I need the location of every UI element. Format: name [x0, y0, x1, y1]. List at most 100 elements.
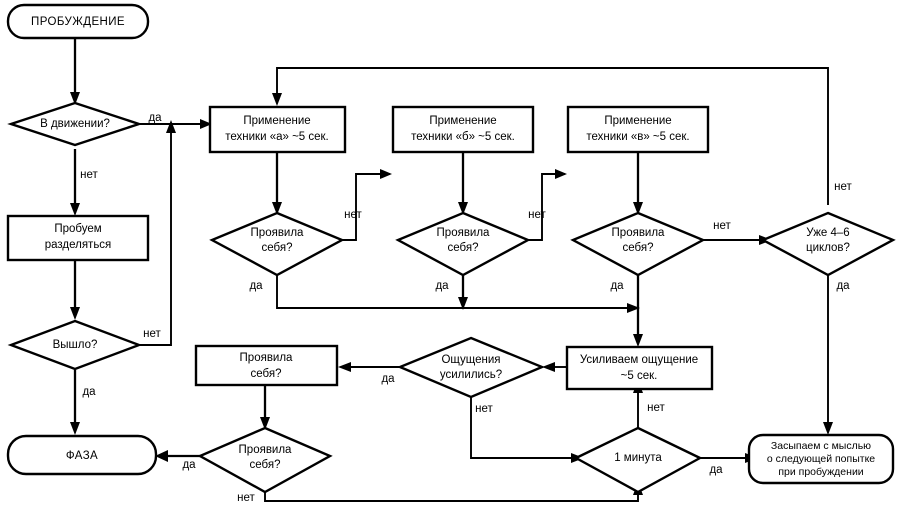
node-worked[interactable]: Вышло?: [7, 319, 143, 371]
arrowhead-cycles-yes: [823, 422, 833, 435]
edge-shownfinal-no: [264, 492, 639, 502]
node-shown-box[interactable]: Проявила себя?: [194, 344, 339, 387]
arrowhead-shownfinal-yes: [155, 450, 168, 462]
worked-label: Вышло?: [53, 339, 98, 351]
edge-label-oneminute-yes: да: [709, 464, 723, 476]
edge-label-shownfinal-no: нет: [237, 492, 255, 504]
sleep-shape: [747, 433, 895, 485]
start-shape: [6, 3, 150, 40]
edge-label-shownv-no: нет: [713, 220, 731, 232]
stronger-label-line2: усилились?: [440, 369, 502, 381]
edge-shownb-no: [528, 173, 565, 241]
node-amplify[interactable]: Усиливаем ощущение ~5 сек.: [565, 345, 714, 391]
one-minute-shape: [573, 426, 703, 494]
tech-v-shape: [566, 105, 710, 154]
arrowhead-techb-to-shownb: [458, 202, 468, 215]
shown-a-shape: [209, 211, 345, 277]
edge-label-stronger-no: нет: [475, 403, 493, 415]
shown-box-label-line2: себя?: [251, 368, 282, 380]
node-one-minute[interactable]: 1 минута: [573, 426, 703, 494]
edge-label-oneminute-no: нет: [647, 402, 665, 414]
arrowhead-showna-yes: [627, 303, 640, 313]
arrowhead-shownbox-to-shownfinal: [260, 417, 270, 430]
worked-shape: [7, 319, 143, 371]
edge-label-cycles-no: нет: [834, 181, 852, 193]
separate-label-line2: разделяться: [45, 239, 112, 251]
arrowhead-moving-yes: [200, 119, 212, 129]
arrowhead-worked-yes: [70, 422, 80, 435]
shown-a-label-line2: себя?: [262, 242, 293, 254]
arrowhead-cycles-no: [272, 93, 282, 106]
tech-b-label-line1: Применение: [429, 115, 496, 127]
cycles-shape: [760, 211, 896, 277]
edge-label-showna-yes: да: [249, 280, 263, 292]
stronger-label-line1: Ощущения: [441, 354, 500, 366]
arrowhead-shownb-no: [555, 169, 567, 179]
edge-stronger-no: [470, 397, 574, 459]
amplify-label-line1: Усиливаем ощущение: [580, 354, 698, 366]
sleep-label-line3: при пробуждении: [778, 466, 863, 478]
tech-a-label-line1: Применение: [243, 115, 310, 127]
node-shown-v[interactable]: Проявила себя?: [570, 211, 706, 277]
shown-b-shape: [395, 211, 531, 277]
edge-label-moving-yes: да: [148, 112, 162, 124]
shown-v-label-line1: Проявила: [612, 227, 666, 239]
shown-box-shape: [194, 344, 339, 387]
node-separate[interactable]: Пробуем разделяться: [6, 214, 150, 262]
edge-label-layer: да нет да нет нет да нет да нет да нет д…: [80, 112, 852, 504]
shown-box-label-line1: Проявила: [240, 352, 294, 364]
sleep-label-line2: о следующей попытке: [767, 453, 875, 465]
node-shown-final[interactable]: Проявила себя?: [197, 426, 333, 494]
edge-label-shownb-no: нет: [528, 209, 546, 221]
edge-label-shownv-yes: да: [610, 280, 624, 292]
edge-label-stronger-yes: да: [381, 373, 395, 385]
amplify-label-line2: ~5 сек.: [621, 370, 658, 382]
shown-b-label-line1: Проявила: [437, 227, 491, 239]
shown-b-label-line2: себя?: [448, 242, 479, 254]
node-tech-a[interactable]: Применение техники «а» ~5 сек.: [208, 105, 347, 154]
arrowhead-techv-to-shownv: [633, 202, 643, 215]
one-minute-label: 1 минута: [614, 452, 662, 464]
node-shown-a[interactable]: Проявила себя?: [209, 211, 345, 277]
cycles-label-line2: циклов?: [806, 242, 850, 254]
shown-v-label-line2: себя?: [623, 242, 654, 254]
edge-label-shownb-yes: да: [435, 280, 449, 292]
tech-v-label-line1: Применение: [604, 115, 671, 127]
edge-layer: [70, 38, 833, 502]
edge-label-shownfinal-yes: да: [182, 459, 196, 471]
node-tech-v[interactable]: Применение техники «в» ~5 сек.: [566, 105, 710, 154]
separate-label-line1: Пробуем: [54, 223, 101, 235]
node-moving[interactable]: В движении?: [7, 101, 143, 147]
tech-v-label-line2: техники «в» ~5 сек.: [586, 131, 689, 143]
node-tech-b[interactable]: Применение техники «б» ~5 сек.: [391, 105, 535, 154]
edge-cycles-no: [276, 67, 829, 205]
phase-shape: [6, 434, 158, 476]
arrowhead-start-to-moving: [70, 92, 80, 105]
arrowhead-shownb-yes: [458, 297, 468, 310]
node-start[interactable]: ПРОБУЖДЕНИЕ: [6, 3, 150, 40]
node-cycles[interactable]: Уже 4–6 циклов?: [760, 211, 896, 277]
moving-shape: [7, 101, 143, 147]
amplify-shape: [565, 345, 714, 391]
edge-label-cycles-yes: да: [836, 280, 850, 292]
edge-label-worked-yes: да: [82, 386, 96, 398]
shown-final-shape: [197, 426, 333, 494]
arrowhead-techa-to-showna: [272, 202, 282, 215]
arrowhead-separate-to-worked: [70, 307, 80, 320]
arrowhead-moving-no: [70, 203, 80, 216]
moving-label: В движении?: [40, 118, 110, 130]
node-shown-b[interactable]: Проявила себя?: [395, 211, 531, 277]
node-sleep[interactable]: Засыпаем с мыслью о следующей попытке пр…: [747, 433, 895, 485]
sleep-label-line1: Засыпаем с мыслью: [771, 440, 871, 452]
tech-b-shape: [391, 105, 535, 154]
node-stronger[interactable]: Ощущения усилились?: [396, 336, 546, 399]
arrowhead-showna-no: [380, 169, 392, 179]
tech-b-label-line2: техники «б» ~5 сек.: [411, 131, 515, 143]
edge-worked-no: [139, 130, 172, 346]
node-phase[interactable]: ФАЗА: [6, 434, 158, 476]
tech-a-shape: [208, 105, 347, 154]
shown-a-label-line1: Проявила: [251, 227, 305, 239]
separate-shape: [6, 214, 150, 262]
